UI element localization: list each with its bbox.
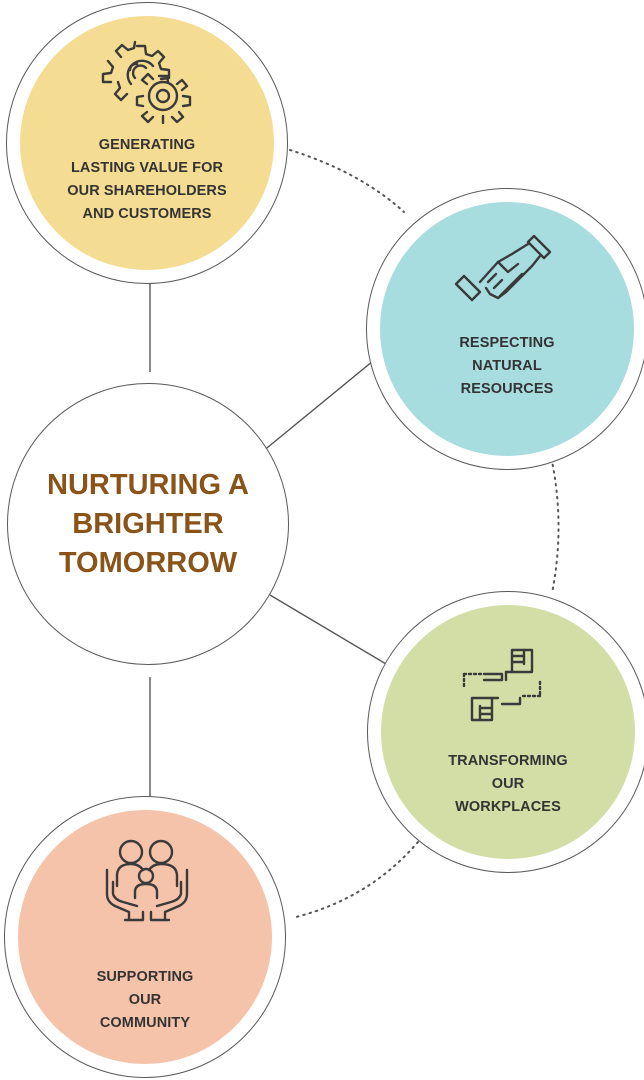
connector-center-to-workplace (269, 594, 387, 665)
pillar-label-value: GENERATING LASTING VALUE FOR OUR SHAREHO… (67, 137, 227, 222)
gears-icon (101, 40, 192, 124)
pillar-disc-workplace (381, 605, 635, 859)
dotted-arc-workplace-to-community (295, 841, 419, 918)
pillar-disc-value (20, 16, 274, 270)
connector-center-to-resources (261, 351, 385, 453)
pillar-disc-resources (380, 202, 634, 456)
dotted-arc-value-to-resources (289, 149, 405, 213)
dotted-arc-resources-to-workplace (549, 451, 560, 594)
pillar-label-resources: RESPECTING NATURAL RESOURCES (459, 335, 555, 397)
pillar-label-community: SUPPORTING OUR COMMUNITY (96, 969, 194, 1031)
pillar-disc-community (18, 810, 272, 1064)
hands-frame-icon (462, 648, 542, 722)
pillar-label-workplace: TRANSFORMING OUR WORKPLACES (448, 753, 568, 815)
handshake-icon (454, 234, 552, 302)
center-title: NURTURING A BRIGHTER TOMORROW (47, 469, 249, 579)
family-in-hands-icon (105, 839, 189, 922)
center-circle (7, 383, 289, 665)
